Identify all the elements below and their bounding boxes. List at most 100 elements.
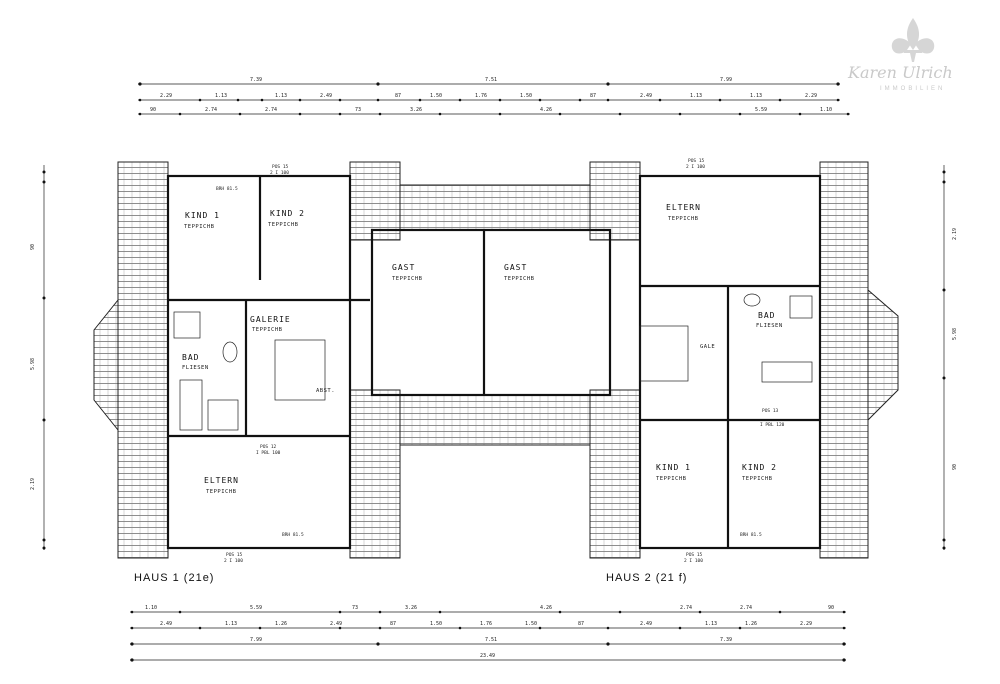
svg-text:POS 15: POS 15 <box>272 164 289 170</box>
svg-text:TEPPICHB: TEPPICHB <box>206 489 237 495</box>
room-kind1-h1: KIND 1 TEPPICHB <box>184 211 220 230</box>
svg-text:73: 73 <box>352 605 358 611</box>
svg-text:TEPPICHB: TEPPICHB <box>656 476 687 482</box>
room-gale-h2: GALE <box>700 344 715 350</box>
svg-text:2.74: 2.74 <box>680 605 692 611</box>
svg-text:TEPPICHB: TEPPICHB <box>504 276 535 282</box>
svg-text:90: 90 <box>828 605 834 611</box>
svg-text:5.98: 5.98 <box>952 328 958 340</box>
svg-text:2.19: 2.19 <box>952 228 958 240</box>
svg-text:2 I 100: 2 I 100 <box>270 170 289 176</box>
svg-text:3.26: 3.26 <box>405 605 417 611</box>
svg-text:1.76: 1.76 <box>475 93 487 99</box>
svg-text:7.51: 7.51 <box>485 77 497 83</box>
svg-text:2 I 100: 2 I 100 <box>224 558 243 564</box>
room-gast-1: GAST TEPPICHB <box>392 263 423 282</box>
svg-text:1.13: 1.13 <box>215 93 227 99</box>
svg-text:BRH 81.5: BRH 81.5 <box>740 532 762 538</box>
room-bad-h2: BAD FLIESEN <box>756 311 783 329</box>
svg-text:2.29: 2.29 <box>800 621 812 627</box>
room-kind2-h2: KIND 2 TEPPICHB <box>742 463 777 482</box>
svg-text:2.74: 2.74 <box>205 107 217 113</box>
svg-text:5.98: 5.98 <box>30 358 36 370</box>
svg-text:4.26: 4.26 <box>540 605 552 611</box>
svg-text:TEPPICHB: TEPPICHB <box>392 276 423 282</box>
room-galerie-h1: GALERIE TEPPICHB <box>250 315 291 333</box>
svg-text:POS 15: POS 15 <box>226 552 243 558</box>
svg-text:7.39: 7.39 <box>250 77 262 83</box>
svg-text:1.13: 1.13 <box>275 93 287 99</box>
room-abst-h1: ABST. <box>316 388 335 394</box>
svg-text:POS 15: POS 15 <box>688 158 705 164</box>
top-dimension-ticks <box>138 82 850 116</box>
svg-text:ELTERN: ELTERN <box>204 476 239 485</box>
bottom-total: 23.49 <box>480 653 495 659</box>
svg-text:BRH 81.5: BRH 81.5 <box>282 532 304 538</box>
svg-text:73: 73 <box>355 107 361 113</box>
svg-text:2.74: 2.74 <box>740 605 752 611</box>
top-dimension-chain <box>138 83 850 115</box>
svg-text:87: 87 <box>390 621 396 627</box>
svg-text:87: 87 <box>395 93 401 99</box>
window-tags: POS 15 2 I 100 BRH 81.5 POS 15 2 I 100 P… <box>216 158 785 564</box>
svg-text:87: 87 <box>578 621 584 627</box>
svg-text:2.29: 2.29 <box>805 93 817 99</box>
svg-text:ELTERN: ELTERN <box>666 203 701 212</box>
svg-text:GAST: GAST <box>504 263 527 272</box>
house1-label: HAUS 1 (21e) <box>134 572 214 584</box>
svg-text:KIND 1: KIND 1 <box>185 211 220 220</box>
svg-text:4.26: 4.26 <box>540 107 552 113</box>
svg-text:FLIESEN: FLIESEN <box>756 323 783 329</box>
svg-text:1.50: 1.50 <box>520 93 532 99</box>
svg-text:7.39: 7.39 <box>720 637 732 643</box>
svg-text:POS 13: POS 13 <box>762 408 779 414</box>
svg-text:1.10: 1.10 <box>820 107 832 113</box>
svg-text:KIND 2: KIND 2 <box>270 209 305 218</box>
room-kind1-h2: KIND 1 TEPPICHB <box>656 463 690 482</box>
room-eltern-h2: ELTERN TEPPICHB <box>666 203 701 222</box>
svg-text:1.76: 1.76 <box>480 621 492 627</box>
svg-text:90: 90 <box>30 244 36 250</box>
svg-text:TEPPICHB: TEPPICHB <box>668 216 699 222</box>
bottom-dimension-chain <box>130 611 846 661</box>
room-kind2-h1: KIND 2 TEPPICHB <box>268 209 305 228</box>
svg-text:5.59: 5.59 <box>250 605 262 611</box>
svg-text:BAD: BAD <box>182 353 199 362</box>
room-gast-2: GAST TEPPICHB <box>504 263 535 282</box>
svg-text:1.13: 1.13 <box>750 93 762 99</box>
svg-text:GALERIE: GALERIE <box>250 315 291 324</box>
top-dimension-labels: 7.39 7.51 7.99 2.29 1.13 1.13 2.49 87 1.… <box>150 77 832 113</box>
svg-text:TEPPICHB: TEPPICHB <box>184 224 215 230</box>
svg-text:1.10: 1.10 <box>145 605 157 611</box>
svg-text:I PBL 120: I PBL 120 <box>760 422 785 428</box>
svg-text:TEPPICHB: TEPPICHB <box>252 327 283 333</box>
svg-text:2.74: 2.74 <box>265 107 277 113</box>
logo-name: Karen Ulrich <box>847 63 953 82</box>
fleur-de-lis-icon <box>891 18 935 62</box>
svg-text:3.26: 3.26 <box>410 107 422 113</box>
svg-text:1.50: 1.50 <box>430 621 442 627</box>
bottom-dimension-ticks <box>130 610 846 662</box>
svg-text:1.50: 1.50 <box>430 93 442 99</box>
svg-text:2 I 100: 2 I 100 <box>684 558 703 564</box>
svg-text:TEPPICHB: TEPPICHB <box>742 476 773 482</box>
svg-text:90: 90 <box>952 464 958 470</box>
roof-surfaces <box>93 161 899 559</box>
svg-text:7.99: 7.99 <box>720 77 732 83</box>
svg-text:1.50: 1.50 <box>525 621 537 627</box>
svg-text:GAST: GAST <box>392 263 415 272</box>
svg-text:BAD: BAD <box>758 311 775 320</box>
svg-text:2.49: 2.49 <box>160 621 172 627</box>
svg-text:KIND 2: KIND 2 <box>742 463 777 472</box>
house1-walls <box>166 174 370 550</box>
svg-text:BRH 81.5: BRH 81.5 <box>216 186 238 192</box>
room-eltern-h1: ELTERN TEPPICHB <box>204 476 239 495</box>
svg-text:2 I 100: 2 I 100 <box>686 164 705 170</box>
svg-text:2.29: 2.29 <box>160 93 172 99</box>
svg-text:5.59: 5.59 <box>755 107 767 113</box>
gast-walls <box>370 228 612 397</box>
svg-text:2.19: 2.19 <box>30 478 36 490</box>
svg-text:POS 12: POS 12 <box>260 444 277 450</box>
svg-text:1.13: 1.13 <box>225 621 237 627</box>
